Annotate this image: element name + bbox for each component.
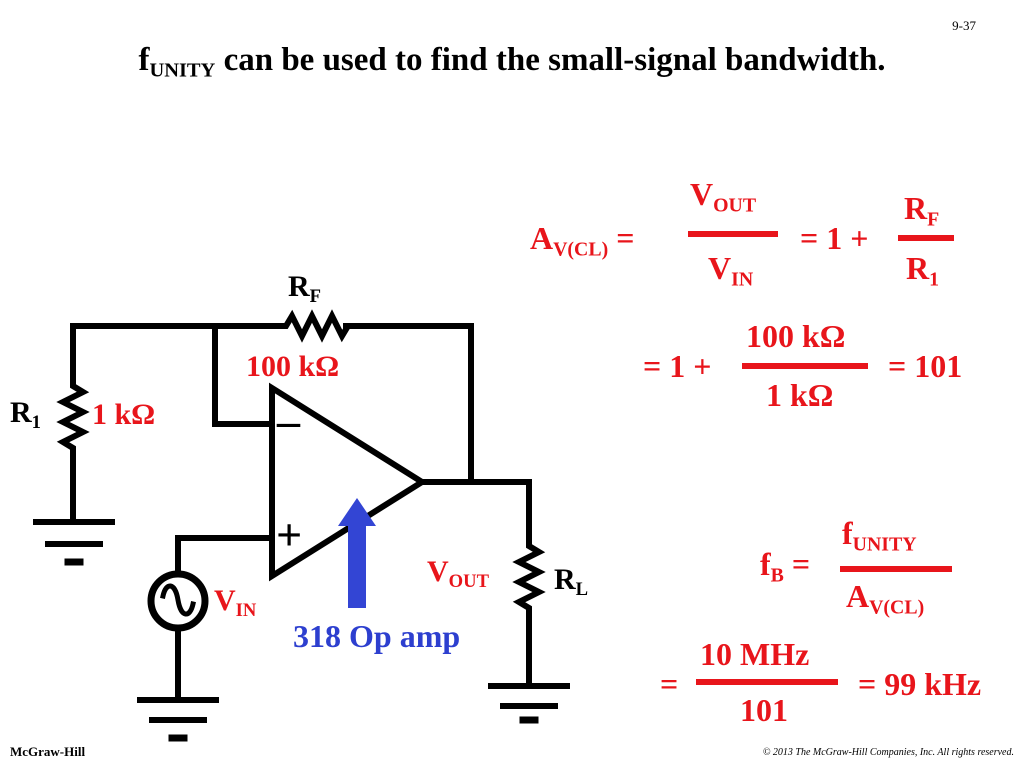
wire-noninverting [175,535,275,577]
eq3-num: fUNITY [842,515,917,556]
eq3-fraction-bar [840,566,952,572]
wire-output [419,479,532,545]
footer-copyright: © 2013 The McGraw-Hill Companies, Inc. A… [762,747,1014,758]
eq4-result: = 99 kHz [858,666,982,702]
eq3-lhs: fB = [760,546,811,587]
eq1-fraction-bar-1 [688,231,778,237]
eq1-num2: RF [904,190,940,231]
eq2-den: 1 kΩ [766,377,834,413]
eq1-num1: VOUT [690,176,757,217]
rl-label: RL [554,563,589,600]
wire-inverting-node [212,323,275,427]
wire-feedback-right [343,323,474,485]
r1-label: R1 [10,396,41,433]
eq2-fraction-bar [742,363,868,369]
noninverting-sign: + [276,509,303,560]
resistor-rl [512,540,546,612]
rf-label: RF [288,270,322,307]
eq4-fraction-bar [696,679,838,685]
eq2-lhs: = 1 + [643,348,712,384]
eq4-den: 101 [740,692,788,728]
r1-value: 1 kΩ [92,398,156,431]
rf-value: 100 kΩ [246,350,340,383]
eq3-den: AV(CL) [846,578,925,619]
opamp-arrow-icon [338,498,376,608]
resistor-rf [276,309,354,343]
eq1-mid: = 1 + [800,220,869,256]
eq4-num: 10 MHz [700,636,810,672]
title-text: can be used to find the small-signal ban… [215,42,886,78]
inverting-sign: – [277,395,300,446]
footer-publisher: McGraw-Hill [10,744,86,759]
vin-label: VIN [214,584,257,621]
opamp-label: 318 Op amp [293,618,461,654]
slide-title: fUNITY can be used to find the small-sig… [0,42,1024,82]
resistor-r1 [56,380,90,452]
title-f: f [138,42,150,78]
eq1-fraction-bar-2 [898,235,954,241]
eq1-lhs: AV(CL) = [530,220,635,261]
title-f-sub: UNITY [149,59,216,82]
vout-label: VOUT [427,555,489,592]
opamp-triangle [269,382,428,582]
eq2-num: 100 kΩ [746,318,846,354]
eq4-lhs: = [660,666,679,702]
page-number: 9-37 [952,18,976,33]
eq1-den2: R1 [906,250,940,291]
eq1-den1: VIN [708,250,754,291]
sine-icon [160,583,196,617]
eq2-result: = 101 [888,348,963,384]
